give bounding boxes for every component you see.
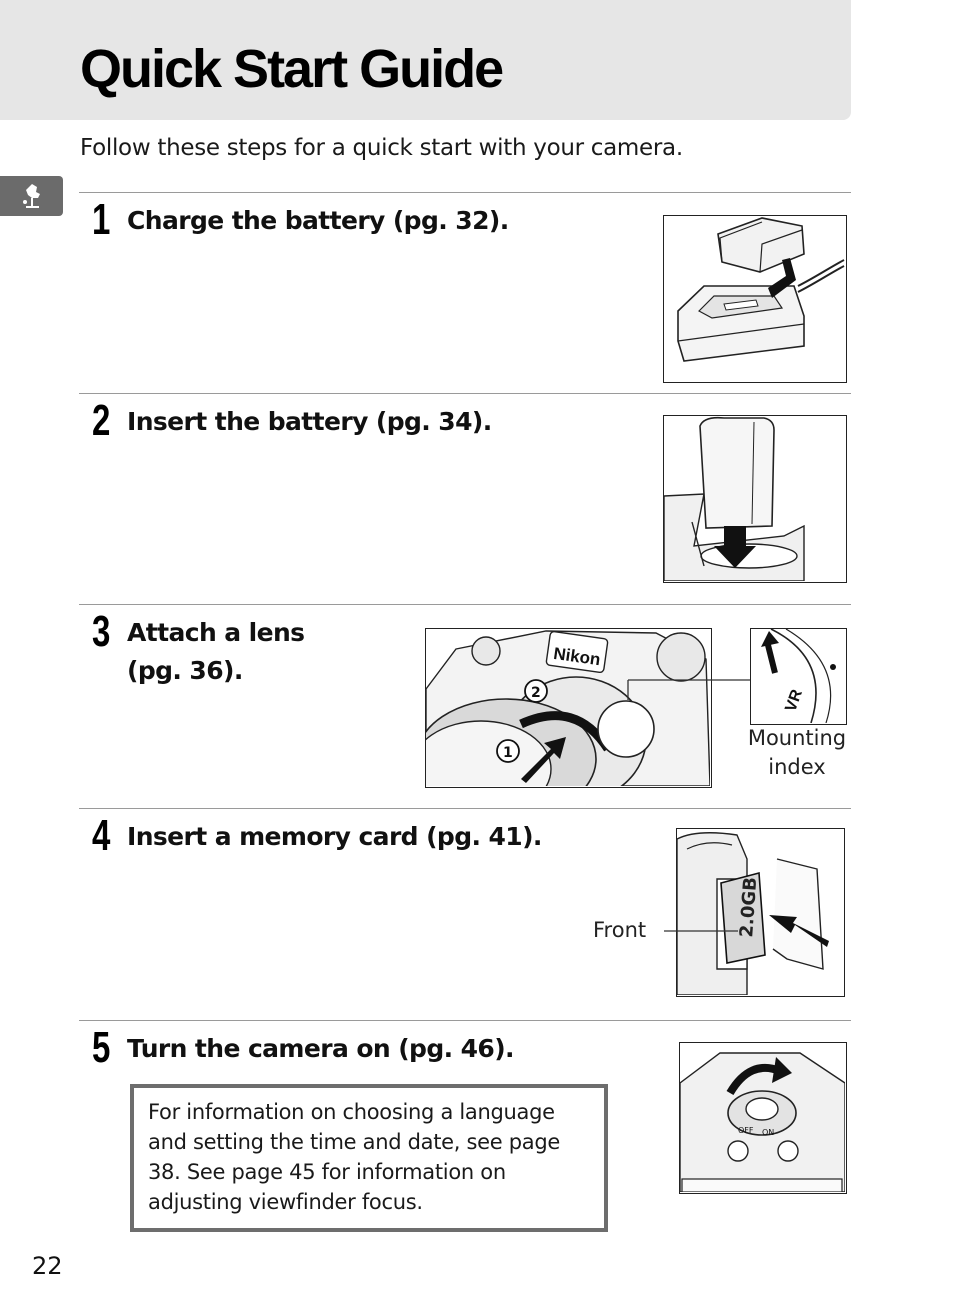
- step-divider: [79, 1020, 851, 1021]
- switch-off-label: OFF: [738, 1126, 754, 1135]
- step-text: (pg. 36).: [127, 656, 243, 685]
- step-number: 1: [92, 195, 111, 244]
- step-text: Charge the battery (pg. 32).: [127, 206, 509, 235]
- svg-text:VR: VR: [782, 687, 806, 714]
- info-note-box: For information on choosing a language a…: [130, 1084, 608, 1232]
- page-number: 22: [32, 1252, 63, 1280]
- step-text: Insert a memory card (pg. 41).: [127, 822, 542, 851]
- switch-on-label: ON: [762, 1128, 774, 1137]
- step-divider: [79, 604, 851, 605]
- callout-leader-line: [627, 679, 750, 700]
- step-text: Turn the camera on (pg. 46).: [127, 1034, 515, 1063]
- step-divider: [79, 192, 851, 193]
- intro-text: Follow these steps for a quick start wit…: [80, 135, 683, 161]
- power-switch-illustration: OFF ON: [679, 1042, 847, 1194]
- callout-line: Mounting: [747, 726, 847, 750]
- lens-mount-illustration: Nikon 2 1: [425, 628, 712, 788]
- callout-leader-line: [664, 930, 738, 932]
- step-text: Insert the battery (pg. 34).: [127, 407, 492, 436]
- step-number: 5: [92, 1023, 111, 1072]
- step-badge-two: 2: [531, 685, 541, 701]
- step-divider: [79, 393, 851, 394]
- title-band: [0, 0, 851, 120]
- front-label: Front: [593, 918, 647, 942]
- battery-charger-illustration: [663, 215, 847, 383]
- step-number: 4: [92, 811, 111, 860]
- step-badge-one: 1: [503, 745, 513, 761]
- step-number: 3: [92, 607, 111, 656]
- memory-card-illustration: 2.0GB: [676, 828, 845, 997]
- step-text: Attach a lens: [127, 618, 305, 647]
- card-capacity-label: 2.0GB: [736, 876, 761, 938]
- step-number: 2: [92, 396, 111, 445]
- callout-line: index: [768, 755, 826, 779]
- mounting-index-detail: VR: [750, 628, 847, 725]
- section-tab[interactable]: [0, 176, 63, 216]
- mounting-index-label: Mounting index: [740, 724, 854, 782]
- step-divider: [79, 808, 851, 809]
- camera-quickstart-icon: [23, 184, 40, 208]
- page-title: Quick Start Guide: [80, 39, 504, 99]
- battery-insertion-illustration: [663, 415, 847, 583]
